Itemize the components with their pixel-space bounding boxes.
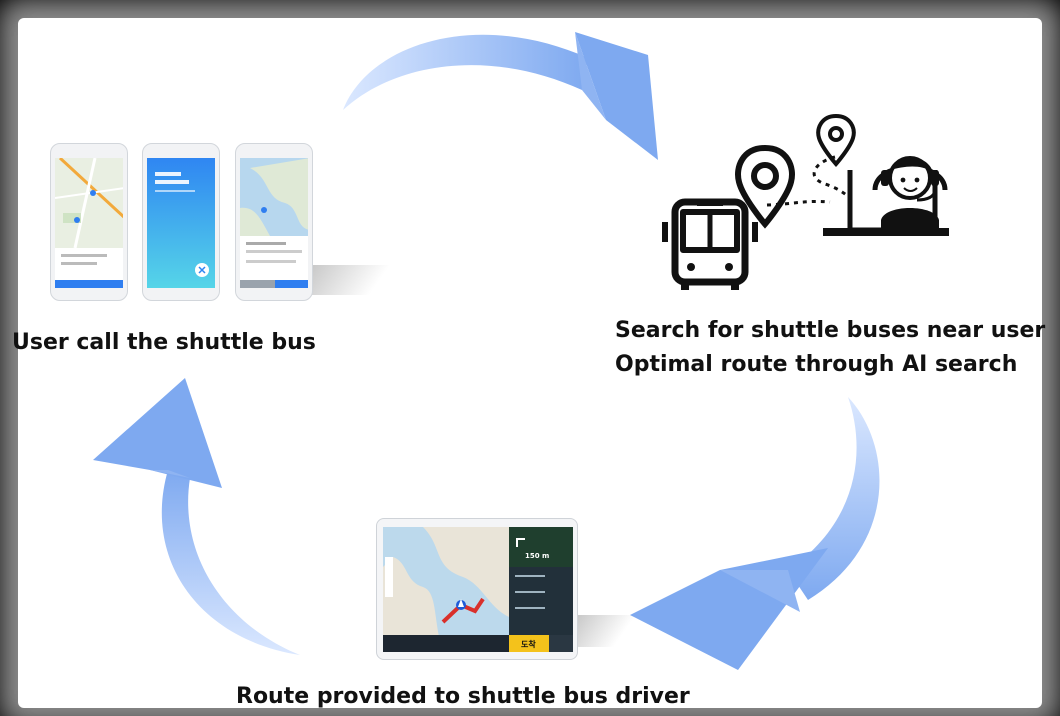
caption-route-driver: Route provided to shuttle bus driver <box>236 684 690 709</box>
phone-confirm-screen <box>235 143 313 301</box>
phone-map-screen <box>50 143 128 301</box>
route-dotted-line <box>766 199 831 207</box>
bus-icon <box>662 198 758 290</box>
route-dotted-line-upper <box>812 155 851 200</box>
phone-calling <box>147 158 215 288</box>
phone-confirm <box>240 158 308 288</box>
arrow-top <box>343 32 658 160</box>
arrow-left <box>93 378 300 655</box>
location-pin-small-icon <box>816 113 856 168</box>
phone-calling-screen <box>142 143 220 301</box>
driver-tablet: 150 m 도착 <box>376 518 578 660</box>
tablet-screen: 150 m 도착 <box>383 527 573 652</box>
tablet-map: 150 m 도착 <box>383 527 573 652</box>
caption-user-call: User call the shuttle bus <box>12 330 316 355</box>
caption-search-line-2: Optimal route through AI search <box>615 352 1018 377</box>
nav-distance: 150 m <box>525 552 549 560</box>
phone-map <box>55 158 123 288</box>
arrow-right <box>630 397 880 670</box>
arrive-button-label: 도착 <box>521 639 536 649</box>
caption-search-line-1: Search for shuttle buses near user <box>615 318 1046 343</box>
operator-headset-icon <box>872 156 948 230</box>
location-pin-icon <box>735 144 795 229</box>
ai-search-illustration <box>662 113 949 290</box>
